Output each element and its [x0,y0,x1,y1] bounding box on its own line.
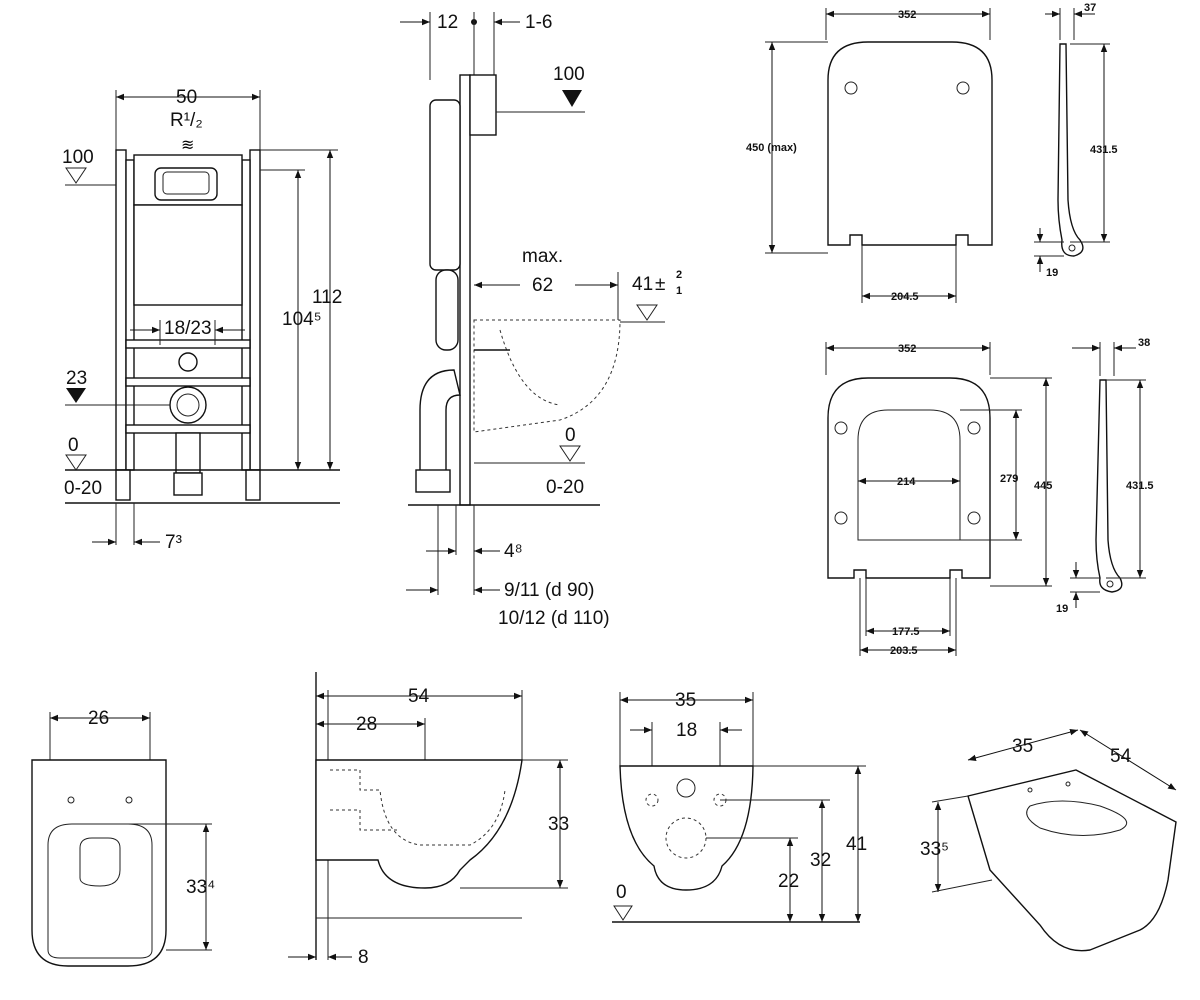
level-0: 0 [68,435,79,456]
level-100: 100 [62,147,94,168]
bowl-front-view: 26 33⁴ [31,708,215,967]
seat2-width-352: 352 [898,343,916,355]
dim-width-50: 50 [176,87,197,108]
side2-hinge-19: 19 [1056,603,1068,615]
hinge-outer: 203.5 [890,645,918,657]
bowl-side-wall: 8 [358,947,369,968]
pipe-dim-110: 10/12 (d 110) [498,608,610,629]
level-23: 23 [66,368,87,389]
hinge-spacing: 204.5 [891,291,919,303]
floor-range: 0-20 [64,478,102,499]
height-112: 112 [312,287,342,308]
bowl-side-inner: 28 [356,714,377,735]
bowl-side-height: 33 [548,814,569,835]
bowl-front-height: 33⁴ [186,877,215,898]
side-level-100: 100 [553,64,585,85]
dim-1-6: 1-6 [525,12,552,33]
foot-offset: 7³ [165,532,182,553]
pipe-spacing: 18/23 [164,318,212,339]
frame-side-view: 12 1-6 100 max. 62 41 ± 2 1 [400,12,682,629]
water-supply-icon: ≋ [181,137,194,154]
side-floor-range: 0-20 [546,477,584,498]
max-label: max. [522,246,563,267]
iso-length: 54 [1110,746,1132,767]
iso-height: 33⁵ [920,839,949,860]
bowl-rear-spacing: 18 [676,720,697,741]
bowl-side-view: 54 28 33 8 [288,672,569,968]
thread-label: R¹/₂ [170,110,203,131]
side2-length-431-5: 431.5 [1126,480,1154,492]
tol-plus: 2 [676,269,682,281]
side-level-0: 0 [565,425,576,446]
inner-width-214: 214 [897,476,916,488]
foot-dim: 4⁸ [504,541,523,562]
seat-length: 450 (max) [746,142,797,154]
svg-text:±: ± [655,274,665,295]
seat-top-view: 352 450 (max) 204.5 37 431.5 19 [746,2,1118,303]
bowl-height-41: 41 [632,274,653,295]
frame-front-view: 50 R¹/₂ ≋ 100 23 [62,87,342,553]
bowl-rear-level: 0 [616,882,627,903]
hinge-inner: 177.5 [892,626,920,638]
height-104-5: 104⁵ [282,309,322,330]
side2-thickness-38: 38 [1138,337,1150,349]
side-length-431-5: 431.5 [1090,144,1118,156]
bowl-rear-height-32: 32 [810,850,831,871]
bowl-rear-height-22: 22 [778,871,799,892]
seat-bottom-view: 352 214 279 445 177.5 203.5 38 [825,337,1154,657]
bowl-front-width: 26 [88,708,109,729]
pipe-dim-90: 9/11 (d 90) [504,580,594,601]
bowl-side-length: 54 [408,686,430,707]
projection-62: 62 [532,275,553,296]
bowl-rear-view: 35 18 0 41 32 22 [612,690,867,923]
iso-width: 35 [1012,736,1033,757]
bowl-rear-height-41: 41 [846,834,867,855]
seat-width-352: 352 [898,9,916,21]
tol-minus: 1 [676,285,682,297]
inner-length-279: 279 [1000,473,1018,485]
seat2-length-445: 445 [1034,480,1052,492]
dim-12: 12 [437,12,458,33]
bowl-rear-width: 35 [675,690,696,711]
side-hinge-19: 19 [1046,267,1058,279]
side-thickness-37: 37 [1084,2,1096,14]
bowl-isometric-view: 35 54 33⁵ [920,729,1177,952]
